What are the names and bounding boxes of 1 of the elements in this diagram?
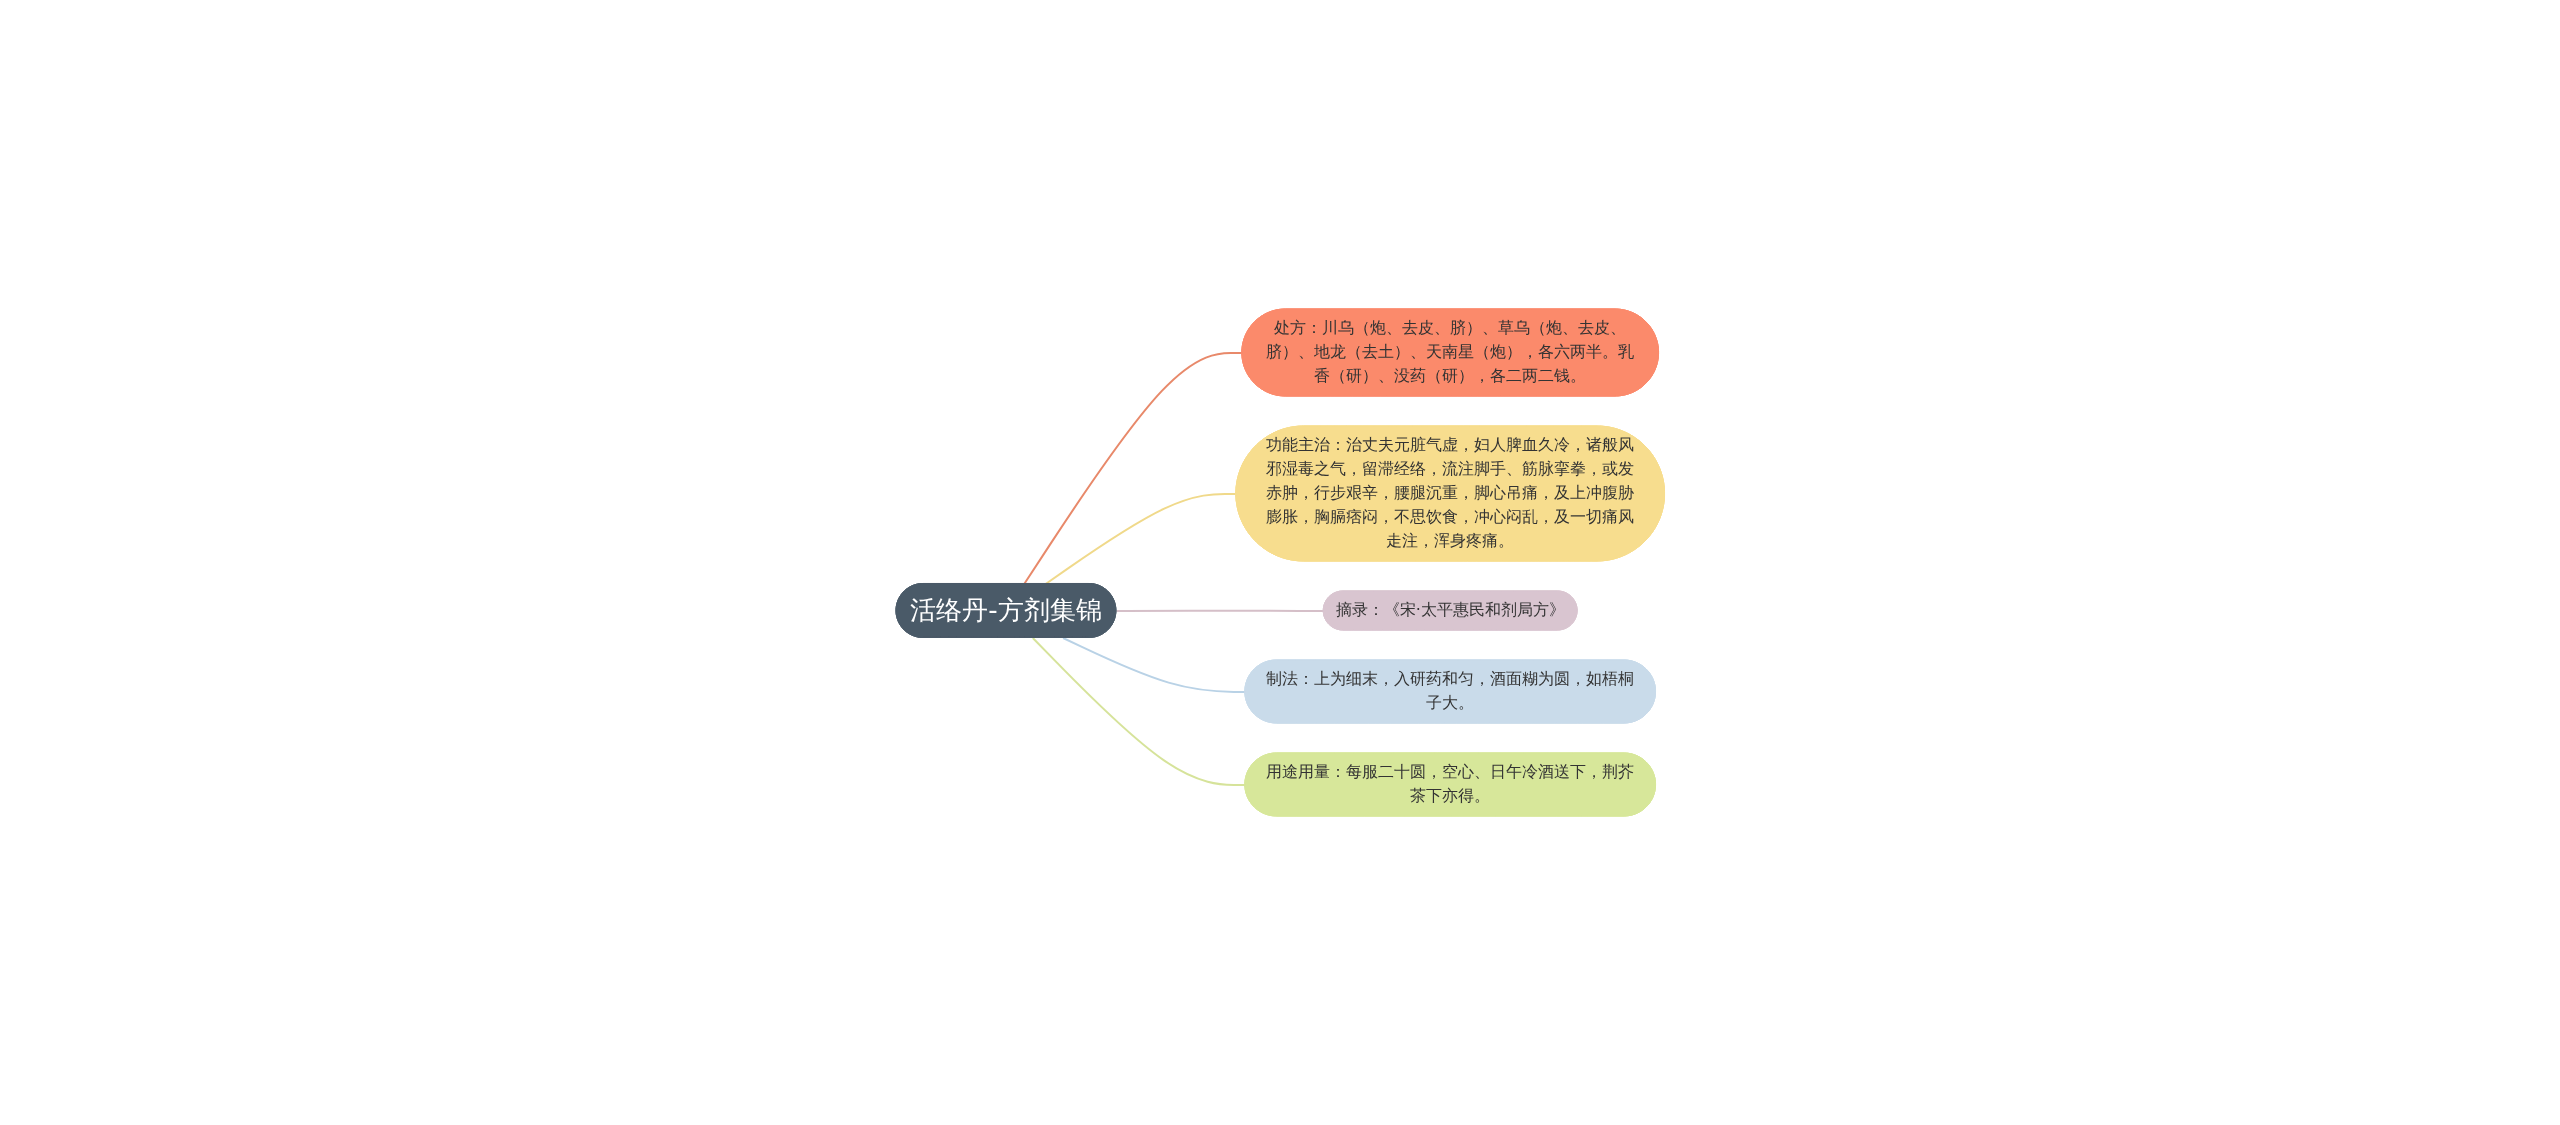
connector (1115, 609, 1325, 612)
